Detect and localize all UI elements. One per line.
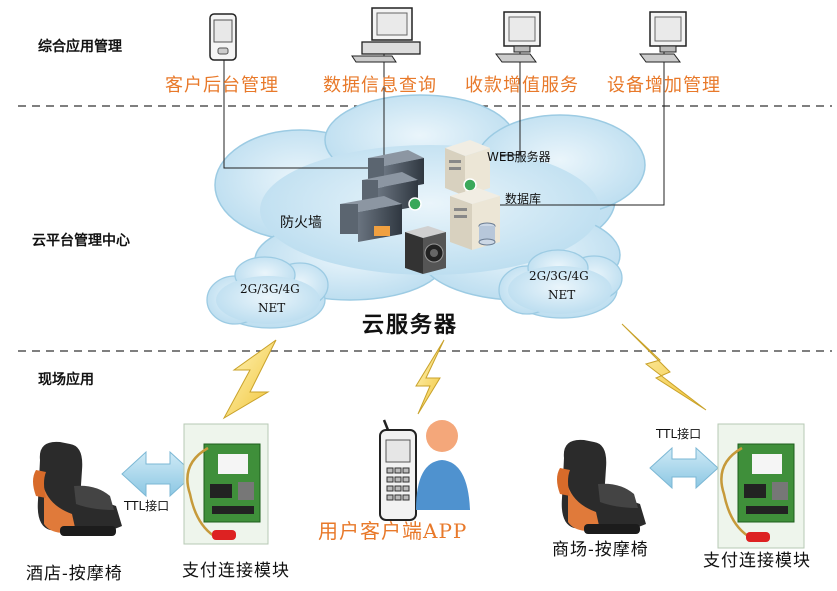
main-cloud (214, 94, 646, 301)
net-left-line2: NET (258, 301, 286, 315)
monitor-icon (495, 11, 541, 63)
net-cloud-right (498, 249, 623, 319)
net-left-line1: 2G/3G/4G (240, 282, 300, 296)
user-person-icon (416, 420, 470, 510)
right-payment-module-label: 支付连接模块 (703, 551, 811, 571)
massage-chair-icon (557, 439, 646, 534)
terminal-label-customer-admin: 客户后台管理 (165, 75, 279, 96)
firewall-servers-icon (340, 150, 424, 242)
net-right-line1: 2G/3G/4G (529, 269, 589, 283)
net-right-line2: NET (548, 288, 576, 302)
hotel-massage-chair-label: 酒店-按摩椅 (26, 564, 123, 584)
net-cloud-left (206, 256, 329, 329)
cloud-server-title: 云服务器 (362, 312, 459, 338)
payment-module-board-icon (183, 423, 269, 545)
desktop-computer-icon (351, 7, 421, 63)
database-label: 数据库 (505, 192, 542, 206)
web-server-icon (445, 140, 490, 196)
section-label-cloud-platform: 云平台管理中心 (32, 233, 130, 249)
network-device-icon (405, 226, 446, 274)
pda-icon (209, 13, 237, 61)
database-server-icon (450, 188, 500, 250)
mobile-phone-icon (379, 419, 417, 521)
double-arrow-right (649, 446, 719, 490)
section-label-application-management: 综合应用管理 (38, 39, 122, 55)
user-app-label: 用户客户端APP (318, 519, 468, 543)
lightning-bolt-icon (621, 323, 707, 411)
monitor-icon (639, 11, 687, 63)
firewall-label: 防火墙 (280, 215, 322, 231)
section-label-field-application: 现场应用 (38, 372, 94, 388)
ttl-interface-label-left: TTL接口 (124, 499, 170, 513)
ttl-interface-label-right: TTL接口 (656, 427, 702, 441)
terminal-label-data-query: 数据信息查询 (323, 75, 437, 96)
connection-lines (223, 52, 665, 206)
terminal-label-device-management: 设备增加管理 (607, 75, 721, 96)
terminal-label-payment-service: 收款增值服务 (465, 75, 579, 96)
payment-module-board-icon (717, 423, 805, 549)
left-payment-module-label: 支付连接模块 (182, 561, 290, 581)
lightning-bolt-icon (222, 339, 277, 420)
web-server-label: WEB服务器 (487, 150, 551, 164)
mall-massage-chair-label: 商场-按摩椅 (552, 540, 649, 560)
lightning-bolt-icon (415, 339, 445, 415)
double-arrow-left (121, 450, 195, 498)
massage-chair-icon (33, 441, 122, 536)
